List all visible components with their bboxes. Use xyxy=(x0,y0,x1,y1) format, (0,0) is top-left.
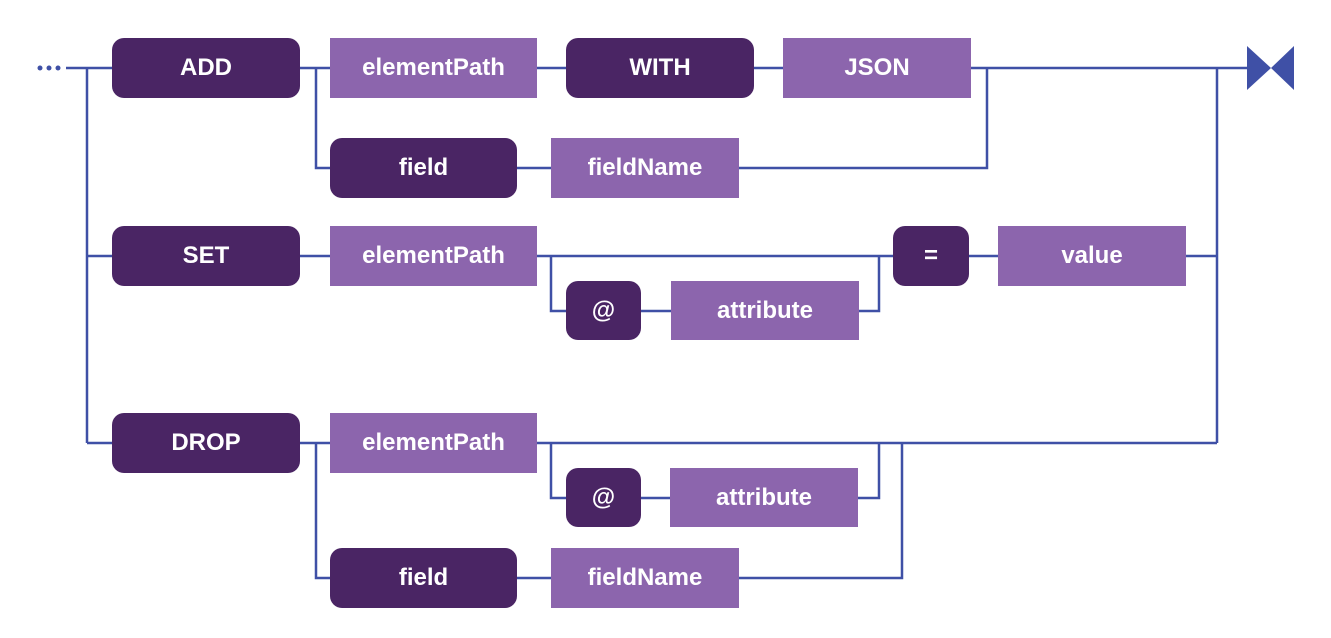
add-element-path: elementPath xyxy=(330,38,537,98)
set-attr-branch xyxy=(549,256,566,313)
set-attr-merge xyxy=(859,256,881,313)
drop-at-symbol: @ xyxy=(566,468,641,527)
set-keyword: SET xyxy=(112,226,300,286)
add-field-branch xyxy=(314,68,330,170)
add-fieldname-merge xyxy=(739,68,989,170)
add-keyword: ADD xyxy=(112,38,300,98)
add-field-name: fieldName xyxy=(551,138,739,198)
drop-keyword: DROP xyxy=(112,413,300,473)
set-at-symbol: @ xyxy=(566,281,641,340)
equals-keyword: = xyxy=(893,226,969,286)
drop-element-path: elementPath xyxy=(330,413,537,473)
with-keyword: WITH xyxy=(566,38,754,98)
set-element-path: elementPath xyxy=(330,226,537,286)
drop-attr-branch xyxy=(549,443,566,500)
add-field-keyword: field xyxy=(330,138,517,198)
value-identifier: value xyxy=(998,226,1186,286)
drop-field-keyword: field xyxy=(330,548,517,608)
end-marker-icon xyxy=(1247,46,1294,90)
drop-attribute: attribute xyxy=(670,468,858,527)
drop-field-branch xyxy=(314,443,330,580)
start-ellipsis-icon xyxy=(37,65,61,71)
set-attribute: attribute xyxy=(671,281,859,340)
drop-attr-merge xyxy=(858,443,881,500)
drop-fieldname-merge xyxy=(739,443,904,580)
json-identifier: JSON xyxy=(783,38,971,98)
drop-field-name: fieldName xyxy=(551,548,739,608)
